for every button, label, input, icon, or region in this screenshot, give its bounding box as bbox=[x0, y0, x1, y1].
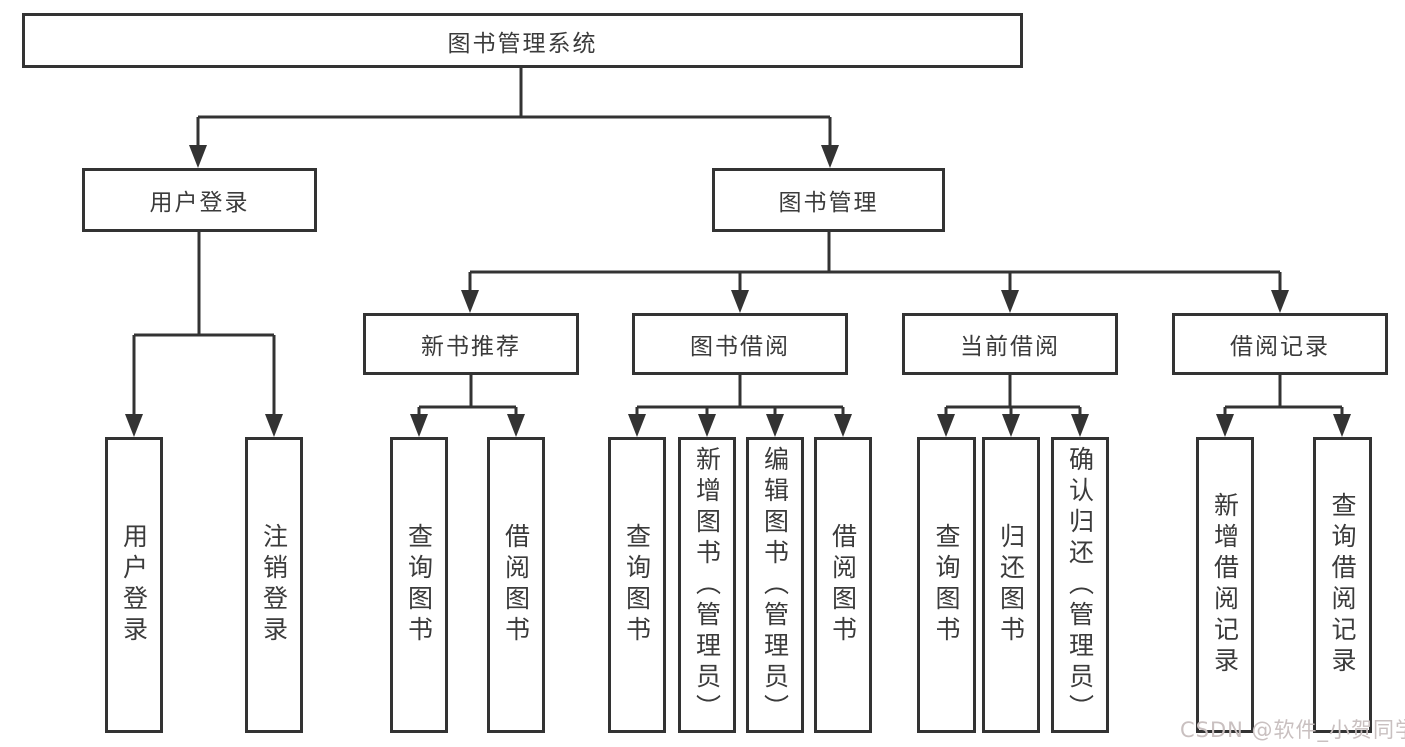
leaf-add-books-admin: 新增图书（管理员） bbox=[678, 437, 736, 733]
leaf-query-books-recommend: 查询图书 bbox=[390, 437, 448, 733]
node-borrow-records: 借阅记录 bbox=[1172, 313, 1388, 375]
leaf-user-login: 用户登录 bbox=[105, 437, 163, 733]
leaf-logout: 注销登录 bbox=[245, 437, 303, 733]
node-library-system: 图书管理系统 bbox=[22, 13, 1023, 68]
node-new-book-recommend: 新书推荐 bbox=[363, 313, 579, 375]
connector-path bbox=[132, 68, 1344, 419]
node-book-management: 图书管理 bbox=[712, 168, 945, 232]
leaf-borrow-books-recommend: 借阅图书 bbox=[487, 437, 545, 733]
leaf-query-borrow-record: 查询借阅记录 bbox=[1313, 437, 1372, 733]
node-book-borrow: 图书借阅 bbox=[632, 313, 848, 375]
watermark: CSDN @软件_小贺同学 bbox=[1180, 718, 1405, 742]
leaf-return-books: 归还图书 bbox=[982, 437, 1040, 733]
leaf-confirm-return-admin: 确认归还（管理员） bbox=[1051, 437, 1109, 733]
leaf-query-books-borrow: 查询图书 bbox=[608, 437, 666, 733]
node-current-borrow: 当前借阅 bbox=[902, 313, 1118, 375]
node-user-login: 用户登录 bbox=[82, 168, 317, 232]
leaf-edit-books-admin: 编辑图书（管理员） bbox=[746, 437, 804, 733]
leaf-borrow-books: 借阅图书 bbox=[814, 437, 872, 733]
arrowhead-icons bbox=[125, 145, 1351, 437]
leaf-add-borrow-record: 新增借阅记录 bbox=[1196, 437, 1254, 733]
leaf-query-books-current: 查询图书 bbox=[917, 437, 976, 733]
